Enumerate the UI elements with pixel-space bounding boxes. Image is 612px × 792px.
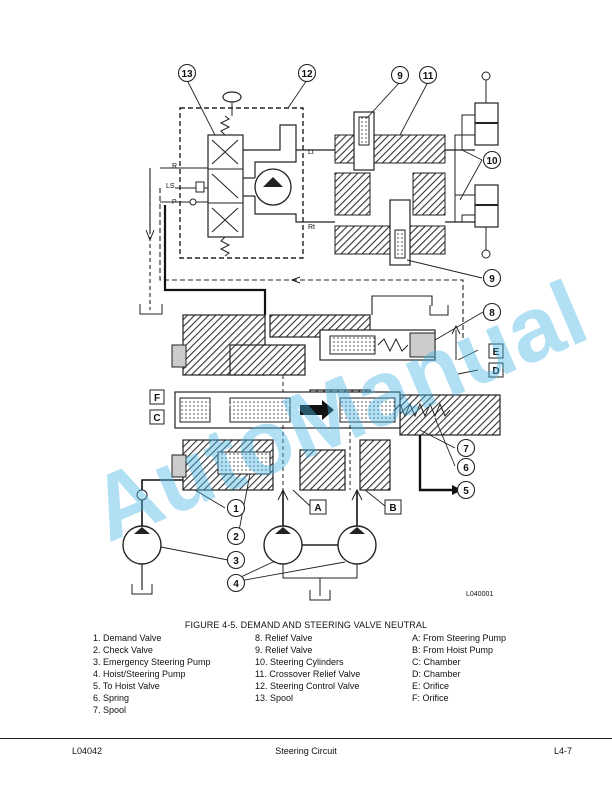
legend-item: 3. Emergency Steering Pump [93,657,211,667]
svg-text:C: C [153,413,160,424]
callout-4: 4 [226,573,246,593]
legend-item: 1. Demand Valve [93,633,162,643]
callout-6: 6 [456,457,476,477]
port-label-p: P [172,199,177,206]
letter-callout-e: E [488,343,504,359]
svg-text:F: F [154,393,160,404]
svg-text:6: 6 [463,463,469,474]
hydraulic-schematic: R LS P Lt Rt [76,63,601,601]
letter-callout-a: A [309,499,327,515]
tank-return-line [139,168,163,315]
steering-cylinders [454,71,499,259]
port-label-ls: LS [166,183,175,190]
callout-7: 7 [456,438,476,458]
footer-page-number: L4-7 [553,746,572,756]
letter-callout-d: D [488,362,504,378]
legend-item: 6. Spring [93,693,130,703]
load-sense-lines [159,188,464,340]
figure-caption: FIGURE 4-5. DEMAND AND STEERING VALVE NE… [184,620,428,630]
callout-10: 10 [482,150,502,170]
svg-text:10: 10 [486,156,498,167]
callout-13: 13 [177,63,197,83]
legend-item: 13. Spool [255,693,294,703]
drawing-number: L040001 [466,591,493,598]
svg-text:3: 3 [233,556,239,567]
callout-3: 3 [226,550,246,570]
legend-item: 12. Steering Control Valve [255,681,360,691]
emergency-steering-pump [122,479,183,595]
demand-valve-body [171,314,501,495]
svg-text:5: 5 [463,486,469,497]
legend-item: B: From Hoist Pump [412,645,494,655]
svg-text:9: 9 [489,274,495,285]
svg-text:1: 1 [233,504,239,515]
port-label-rt: Rt [308,224,315,231]
legend-column-1: 1. Demand Valve 2. Check Valve 3. Emerge… [93,632,211,716]
svg-text:11: 11 [423,71,434,82]
legend-item: 11. Crossover Relief Valve [255,669,361,679]
footer-doc-id: L04042 [72,746,103,756]
callout-5: 5 [456,480,476,500]
svg-text:E: E [493,347,500,358]
legend-item: 9. Relief Valve [255,645,313,655]
svg-text:13: 13 [181,69,193,80]
port-label-lt: Lt [308,149,314,156]
legend-item: A: From Steering Pump [412,633,507,643]
steering-control-valve: R LS P Lt Rt [160,91,315,259]
legend-column-2: 8. Relief Valve 9. Relief Valve 10. Stee… [255,632,360,704]
legend-item: 5. To Hoist Valve [93,681,160,691]
svg-text:4: 4 [233,579,239,590]
svg-text:7: 7 [463,444,469,455]
callout-9-top: 9 [390,65,410,85]
legend-item: E: Orifice [412,681,450,691]
svg-text:9: 9 [397,71,403,82]
callout-11: 11 [418,65,438,85]
legend-item: C: Chamber [412,657,461,667]
callout-2: 2 [226,526,246,546]
hoist-steering-pumps [263,488,377,601]
svg-text:12: 12 [301,69,313,80]
legend-column-3: A: From Steering Pump B: From Hoist Pump… [412,632,506,704]
port-label-r: R [172,163,177,170]
crossover-relief-valve [303,111,475,266]
footer-divider [0,738,612,739]
callout-8: 8 [482,302,502,322]
footer-section-title: Steering Circuit [275,746,337,756]
svg-text:D: D [492,366,499,377]
letter-callout-b: B [384,499,402,515]
legend-item: 10. Steering Cylinders [255,657,344,667]
legend-item: F: Orifice [412,693,449,703]
svg-text:8: 8 [489,308,495,319]
svg-text:2: 2 [233,532,239,543]
legend-item: 2. Check Valve [93,645,153,655]
letter-callout-c: C [149,409,165,425]
callout-1: 1 [226,498,246,518]
svg-text:B: B [389,503,396,514]
svg-text:A: A [314,503,321,514]
letter-callout-f: F [149,389,165,405]
callout-12: 12 [297,63,317,83]
callout-9-bottom: 9 [482,268,502,288]
legend-item: D: Chamber [412,669,461,679]
legend-item: 7. Spool [93,705,127,715]
legend-item: 4. Hoist/Steering Pump [93,669,186,679]
legend-item: 8. Relief Valve [255,633,313,643]
